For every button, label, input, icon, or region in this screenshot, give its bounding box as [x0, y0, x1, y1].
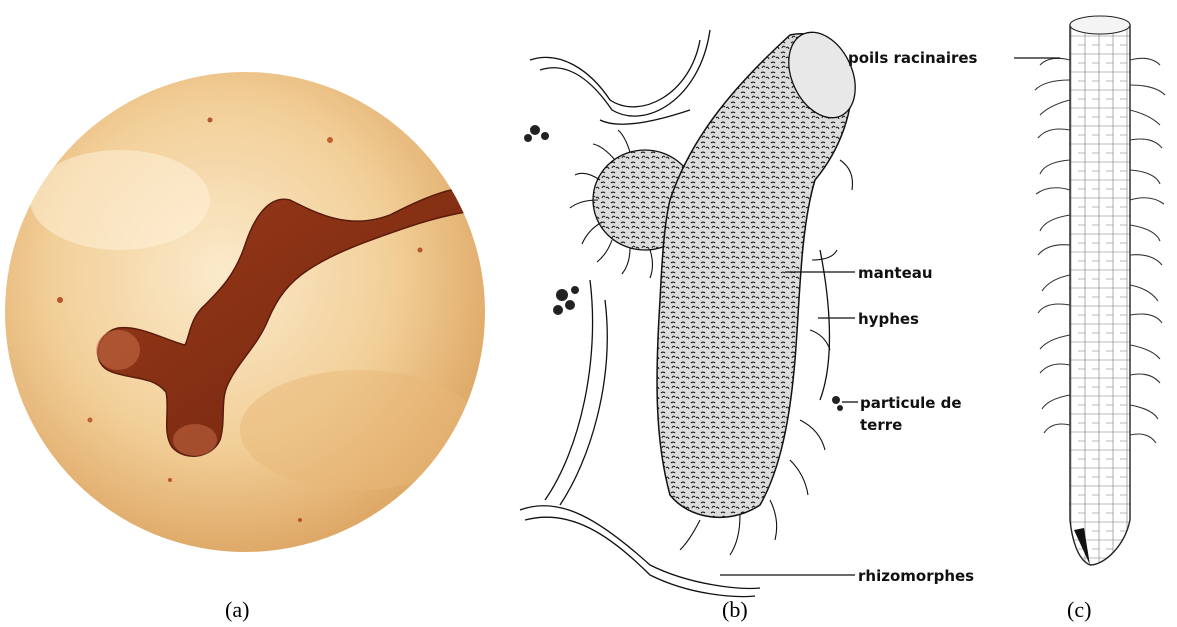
caption-b: (b) [722, 597, 748, 623]
root-body [1070, 25, 1130, 565]
caption-c: (c) [1067, 597, 1091, 623]
drawing-b [520, 22, 868, 597]
root-cut-end [1070, 16, 1130, 34]
caption-a: (a) [225, 597, 249, 623]
photo-a [5, 72, 490, 552]
rhizomorph-strand [530, 40, 700, 107]
label-rhizomorphes: rhizomorphes [858, 567, 974, 585]
label-manteau: manteau [858, 264, 933, 282]
label-particule-line2: terre [860, 416, 902, 434]
hypha-strand [545, 280, 593, 500]
rhizomorph-strand [540, 30, 710, 116]
drawing-c [1014, 16, 1165, 565]
label-particule-line1: particule de [860, 394, 962, 412]
label-poils-racinaires: poils racinaires [848, 49, 978, 67]
label-hyphes: hyphes [858, 310, 919, 328]
hypha-strand [600, 110, 690, 124]
